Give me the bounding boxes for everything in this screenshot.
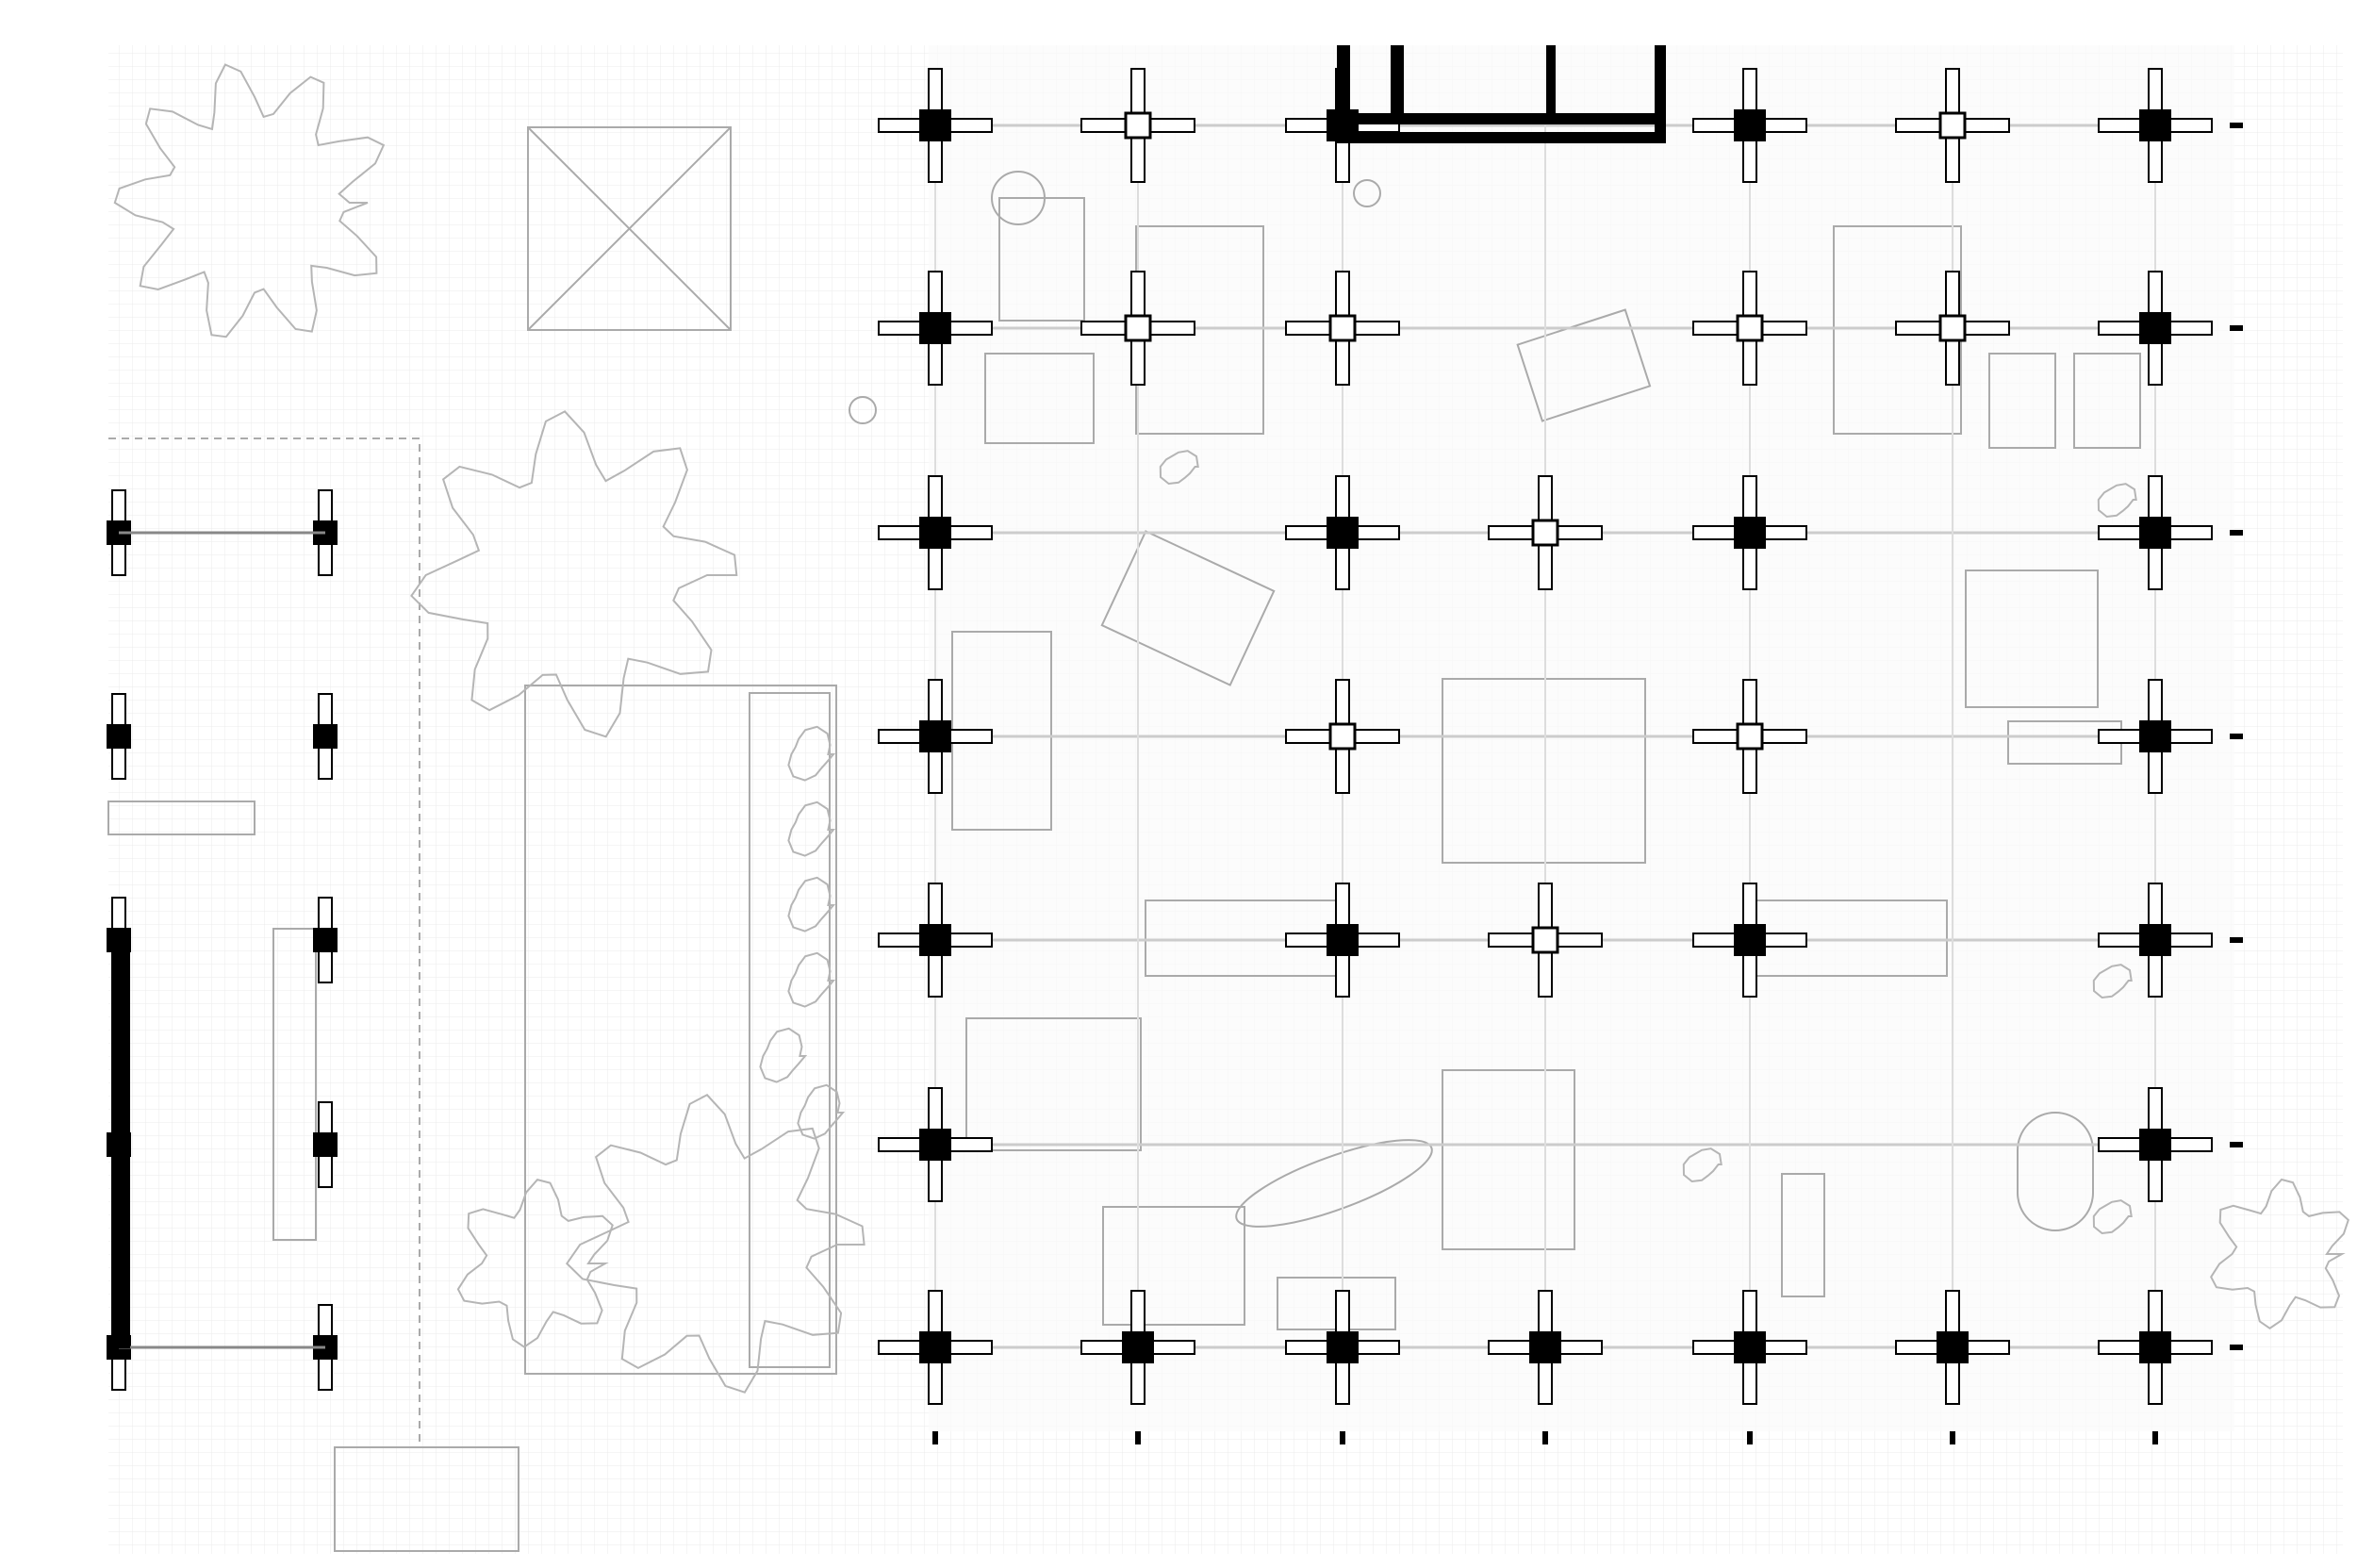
plant bbox=[2092, 1199, 2133, 1235]
column bbox=[1327, 924, 1359, 956]
bathroom-pod bbox=[1442, 678, 1646, 864]
entrance-wall bbox=[1337, 45, 1666, 143]
column bbox=[2139, 1331, 2171, 1363]
plant bbox=[797, 1083, 846, 1140]
column bbox=[2139, 517, 2171, 549]
column bbox=[1734, 1331, 1766, 1363]
plant bbox=[787, 876, 836, 933]
plant bbox=[2097, 483, 2137, 519]
column-light bbox=[1736, 314, 1764, 342]
column bbox=[1529, 1331, 1561, 1363]
plant bbox=[787, 801, 836, 857]
bed bbox=[1102, 1206, 1245, 1326]
sofa bbox=[1781, 1173, 1825, 1297]
column-light bbox=[1328, 722, 1357, 751]
courtyard-planter bbox=[524, 685, 837, 1375]
skylight bbox=[527, 126, 732, 331]
column bbox=[1734, 109, 1766, 141]
grid-marker bbox=[2230, 1345, 2243, 1350]
plant bbox=[787, 951, 836, 1008]
column bbox=[919, 109, 951, 141]
grid-marker bbox=[2230, 1142, 2243, 1147]
grid-marker bbox=[1340, 1431, 1345, 1444]
column bbox=[2139, 312, 2171, 344]
ball bbox=[1353, 179, 1381, 207]
column bbox=[1327, 517, 1359, 549]
column bbox=[919, 517, 951, 549]
grid-marker bbox=[2230, 734, 2243, 739]
tree-canopy bbox=[410, 410, 738, 738]
column bbox=[1734, 517, 1766, 549]
bed bbox=[984, 353, 1095, 444]
grid-marker bbox=[2230, 325, 2243, 331]
bed bbox=[1988, 353, 2056, 449]
round-sofa bbox=[2017, 1112, 2094, 1231]
column-light bbox=[1328, 314, 1357, 342]
column bbox=[2139, 109, 2171, 141]
bench bbox=[107, 801, 255, 835]
column bbox=[919, 1331, 951, 1363]
column bbox=[1122, 1331, 1154, 1363]
column bbox=[2139, 924, 2171, 956]
stairs bbox=[334, 1446, 519, 1552]
column-light bbox=[1531, 926, 1559, 954]
column-light bbox=[1938, 111, 1967, 140]
bed bbox=[998, 197, 1085, 322]
grid-marker bbox=[1135, 1431, 1141, 1444]
column bbox=[313, 928, 338, 952]
pavilion-boundary bbox=[108, 437, 420, 1443]
plant bbox=[1159, 450, 1199, 486]
column-light bbox=[1124, 111, 1152, 140]
grid-marker bbox=[2152, 1431, 2158, 1444]
grid-marker bbox=[1950, 1431, 1955, 1444]
kitchen-counter bbox=[272, 928, 317, 1241]
bed bbox=[1965, 569, 2099, 708]
skylight-cross bbox=[527, 126, 732, 331]
grid-marker bbox=[2230, 937, 2243, 943]
column-light bbox=[1736, 722, 1764, 751]
plant bbox=[2092, 964, 2133, 999]
column bbox=[313, 1132, 338, 1157]
bed bbox=[1100, 530, 1276, 686]
grid-marker bbox=[2230, 123, 2243, 128]
column bbox=[919, 720, 951, 752]
column bbox=[1734, 924, 1766, 956]
building-floor bbox=[929, 45, 2234, 1431]
bed bbox=[1442, 1069, 1575, 1250]
grid-marker bbox=[932, 1431, 938, 1444]
plant-round bbox=[991, 171, 1046, 225]
column-light bbox=[1531, 519, 1559, 547]
column bbox=[1327, 1331, 1359, 1363]
plant bbox=[759, 1027, 808, 1083]
column bbox=[107, 724, 131, 749]
column bbox=[313, 724, 338, 749]
planting-bed bbox=[749, 692, 831, 1368]
tree-canopy bbox=[456, 1178, 614, 1348]
column bbox=[919, 924, 951, 956]
column-light bbox=[1938, 314, 1967, 342]
column bbox=[2139, 720, 2171, 752]
bed bbox=[965, 1017, 1142, 1151]
column-light bbox=[1124, 314, 1152, 342]
plant bbox=[1682, 1147, 1722, 1183]
bed bbox=[2073, 353, 2141, 449]
tree-canopy bbox=[2210, 1178, 2349, 1330]
column bbox=[1937, 1331, 1969, 1363]
grid-marker bbox=[1542, 1431, 1548, 1444]
grid-marker bbox=[2230, 530, 2243, 536]
column bbox=[919, 312, 951, 344]
ball bbox=[849, 396, 877, 424]
grid-marker bbox=[1747, 1431, 1753, 1444]
column bbox=[919, 1129, 951, 1161]
column bbox=[2139, 1129, 2171, 1161]
pavilion-wall bbox=[111, 929, 130, 1348]
plant bbox=[787, 725, 836, 782]
tree-canopy bbox=[113, 63, 386, 338]
